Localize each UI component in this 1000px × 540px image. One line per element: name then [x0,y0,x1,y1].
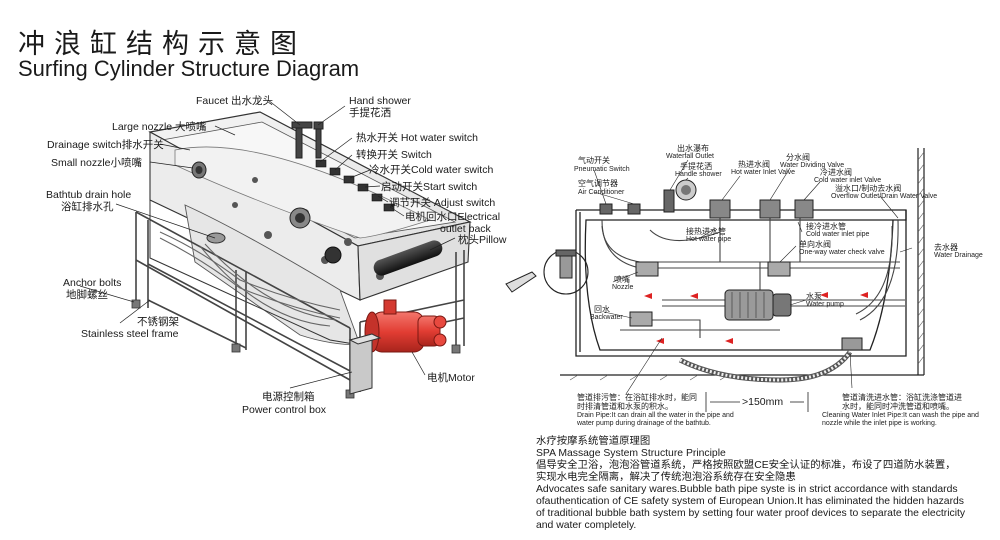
label-clean-cn1: 管道清洗进水管：浴缸洗涤管道进 [842,393,962,402]
label-anchor-en: Anchor bolts [63,277,122,289]
label-waterfall-cn: 出水瀑布 [677,144,709,153]
label-overflow-cn: 溢水口/制动去水阀 [835,184,902,193]
label-pneumatic-cn: 气动开关 [578,156,610,165]
label-motor: 电机Motor [427,372,475,384]
label-drain-hole-en: Bathtub drain hole [46,189,132,201]
label-drain-hole-cn: 浴缸排水孔 [61,201,114,213]
label-small-nozzle: Small nozzle小喷嘴 [51,157,143,169]
label-dimension: >150mm [742,396,784,408]
title-en: Surfing Cylinder Structure Diagram [18,56,360,81]
wall [917,148,925,375]
label-cold-water-switch: 冷水开关Cold water switch [369,164,494,176]
label-handle-cn: 手提花洒 [680,162,712,171]
label-air-cn: 空气调节器 [578,179,618,188]
label-air-en: Air Conditioner [578,189,625,196]
label-backwater-en: Backwater [590,314,623,321]
label-drainpipe-cn1: 管道排污管：在浴缸排水时，能同 [577,393,697,402]
label-pillow: 枕头Pillow [458,234,507,246]
label-checkvalve-cn: 单向水阀 [799,240,831,249]
desc-cn-line-2: 实现水电完全隔离，解决了传统泡泡浴系统存在安全隐患 [536,472,796,483]
label-hotpipe-en: Hot water pipe [686,236,732,243]
nozzles [191,161,384,280]
label-drainpipe-cn2: 时排清管道和水泵的积水。 [577,402,673,411]
desc-en-title: SPA Massage System Structure Principle [536,448,726,459]
drain-pipe [678,337,863,383]
label-pump-cn: 水泵 [806,292,822,301]
tub-profile [575,209,907,357]
label-adjust-switch: 调节开关 Adjust switch [389,197,496,209]
label-coldpipe-en: Cold water inlet pipe [806,231,870,238]
label-coldinlet-en: Cold water inlet Valve [814,177,882,184]
label-hotpipe-cn: 接热进水管 [686,227,726,236]
label-backwater-cn: 回水 [594,305,610,314]
label-start-switch: 启动开关Start switch [381,181,478,193]
label-drainpipe-en2: water pump during drainage of the bathtu… [577,420,711,427]
label-hot-water-switch: 热水开关 Hot water switch [356,132,478,144]
right-leader-lines [593,159,913,395]
air-regulator-detail [505,249,589,295]
pump [724,289,792,321]
nozzle-fittings [629,261,791,327]
label-divide-cn: 分水阀 [786,153,810,162]
desc-en-line-3: of traditional bubble bath system by set… [536,508,966,519]
label-outlet-back-2: outlet back [440,223,491,235]
label-large-nozzle: Large nozzle 大喷嘴 [112,121,207,133]
label-nozzle-en: Nozzle [612,284,634,291]
label-drainage-switch: Drainage switch排水开关 [47,139,164,151]
label-frame-cn: 不锈钢架 [137,316,179,328]
label-checkvalve-en: One-way water check valve [799,249,885,256]
label-pump-en: Water pump [806,301,844,308]
desc-cn-title: 水疗按摩系统管道原理图 [536,436,651,447]
desc-cn-line-1: 倡导安全卫浴，泡泡浴管道系统，严格按照欧盟CE安全认证的标准，布设了四道防水装置… [536,460,956,471]
faucet [291,121,324,159]
motor [364,299,447,353]
label-handle-en: Handle shower [675,171,722,178]
label-coldpipe-cn: 接冷进水管 [806,222,846,231]
label-drainage-en: Water Drainage [934,252,983,259]
label-hand-shower-en: Hand shower [349,95,411,107]
label-hotinlet-en: Hot water Inlet Valve [731,169,796,176]
label-outlet-back-1: 电机回水口Electrical [405,211,501,223]
title-cn: 冲浪缸结构示意图 [18,29,306,60]
dimension-line [705,392,809,412]
label-switch: 转换开关 Switch [356,149,432,161]
label-drainage-cn: 去水器 [934,243,958,252]
power-control-box [348,333,382,395]
pillow [373,240,443,276]
label-hotinlet-cn: 热进水阀 [738,160,770,169]
desc-en-line-2: ofauthentication of CE safety system of … [536,496,965,507]
label-clean-cn2: 水时，能同时冲洗管道和喷嘴。 [842,402,954,411]
label-hand-shower-cn: 手提花洒 [349,107,391,119]
desc-en-line-4: and water completely. [536,520,637,531]
description-block: 水疗按摩系统管道原理图 SPA Massage System Structure… [536,436,976,532]
left-leader-lines [79,99,456,389]
label-waterfall-en: Waterfall Outlet [666,153,714,160]
label-overflow-en: Overflow Outlet/Drain Water Valve [831,193,938,200]
switch-panel [315,159,395,212]
label-drainpipe-en1: Drain Pipe:It can drain all the water in… [577,412,734,419]
label-divide-en: Water Dividing Valve [780,162,845,169]
label-power-en: Power control box [242,404,327,416]
label-faucet: Faucet 出水龙头 [196,95,274,107]
label-frame-en: Stainless steel frame [81,328,179,340]
label-clean-en1: Cleaning Water Inlet Pipe:It can wash th… [822,412,979,419]
label-pneumatic-en: Pneumatic Switch [574,166,630,173]
label-clean-en2: nozzle while the inlet pipe is working. [822,420,937,427]
label-power-cn: 电源控制箱 [262,391,315,403]
label-nozzle-cn: 喷嘴 [614,275,630,284]
desc-en-line-1: Advocates safe sanitary wares.Bubble bat… [536,484,958,495]
valves [599,179,814,219]
label-coldinlet-cn: 冷进水阀 [820,168,852,177]
label-anchor-cn: 地脚螺丝 [66,289,108,301]
